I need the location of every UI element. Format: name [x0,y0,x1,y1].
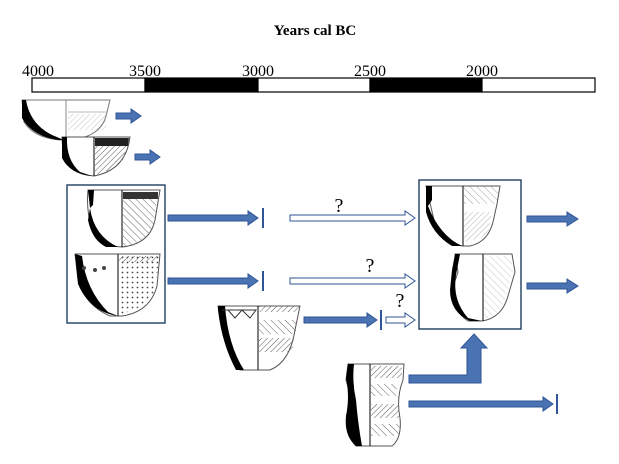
tick-label-2500: 2500 [354,63,386,80]
arrow-right-icon-6 [526,211,579,227]
question-mark-2: ? [366,255,375,277]
outline-arrow-icon-1 [289,210,416,226]
pottery-vessel-icon-2 [61,136,131,177]
tick-label-3000: 3000 [242,63,274,80]
timeline-labels: 4000 3500 3000 2500 2000 [22,63,498,80]
question-mark-1: ? [335,195,344,217]
arrow-right-icon-8 [408,396,554,412]
pottery-vessel-icon-4 [74,253,161,317]
arrow-right-icon-3 [167,210,259,226]
left-group-box [66,184,166,324]
outline-arrow-icon-2 [289,273,416,289]
timeline-segment-5 [481,77,596,93]
timeline-segment-1 [31,77,146,93]
timeline-segment-2 [144,77,259,93]
arrow-elbow-up-icon [408,333,489,384]
pottery-vessel-icon-7 [450,253,516,322]
tick-label-2000: 2000 [466,63,498,80]
tick-label-4000: 4000 [22,63,54,80]
question-mark-3: ? [396,290,405,312]
right-group-box [418,179,522,330]
tick-label-3500: 3500 [129,63,161,80]
arrow-right-icon-4 [167,273,259,289]
pottery-vessel-icon-3 [87,189,161,248]
arrow-right-icon-2 [134,149,161,165]
arrow-right-icon-1 [115,108,142,124]
arrow-right-icon-7 [526,278,579,294]
arrow-right-icon-5 [303,312,378,328]
timeline-bar [31,77,596,93]
outline-arrow-icon-3 [385,312,416,328]
pottery-vessel-icon-6 [425,185,501,247]
chart-title: Years cal BC [274,23,357,39]
pottery-vessel-icon-8 [345,363,405,447]
pottery-vessel-icon-5 [217,305,301,371]
timeline-segment-3 [257,77,371,93]
pottery-vessel-icon-1 [21,99,111,141]
timeline-segment-4 [369,77,483,93]
